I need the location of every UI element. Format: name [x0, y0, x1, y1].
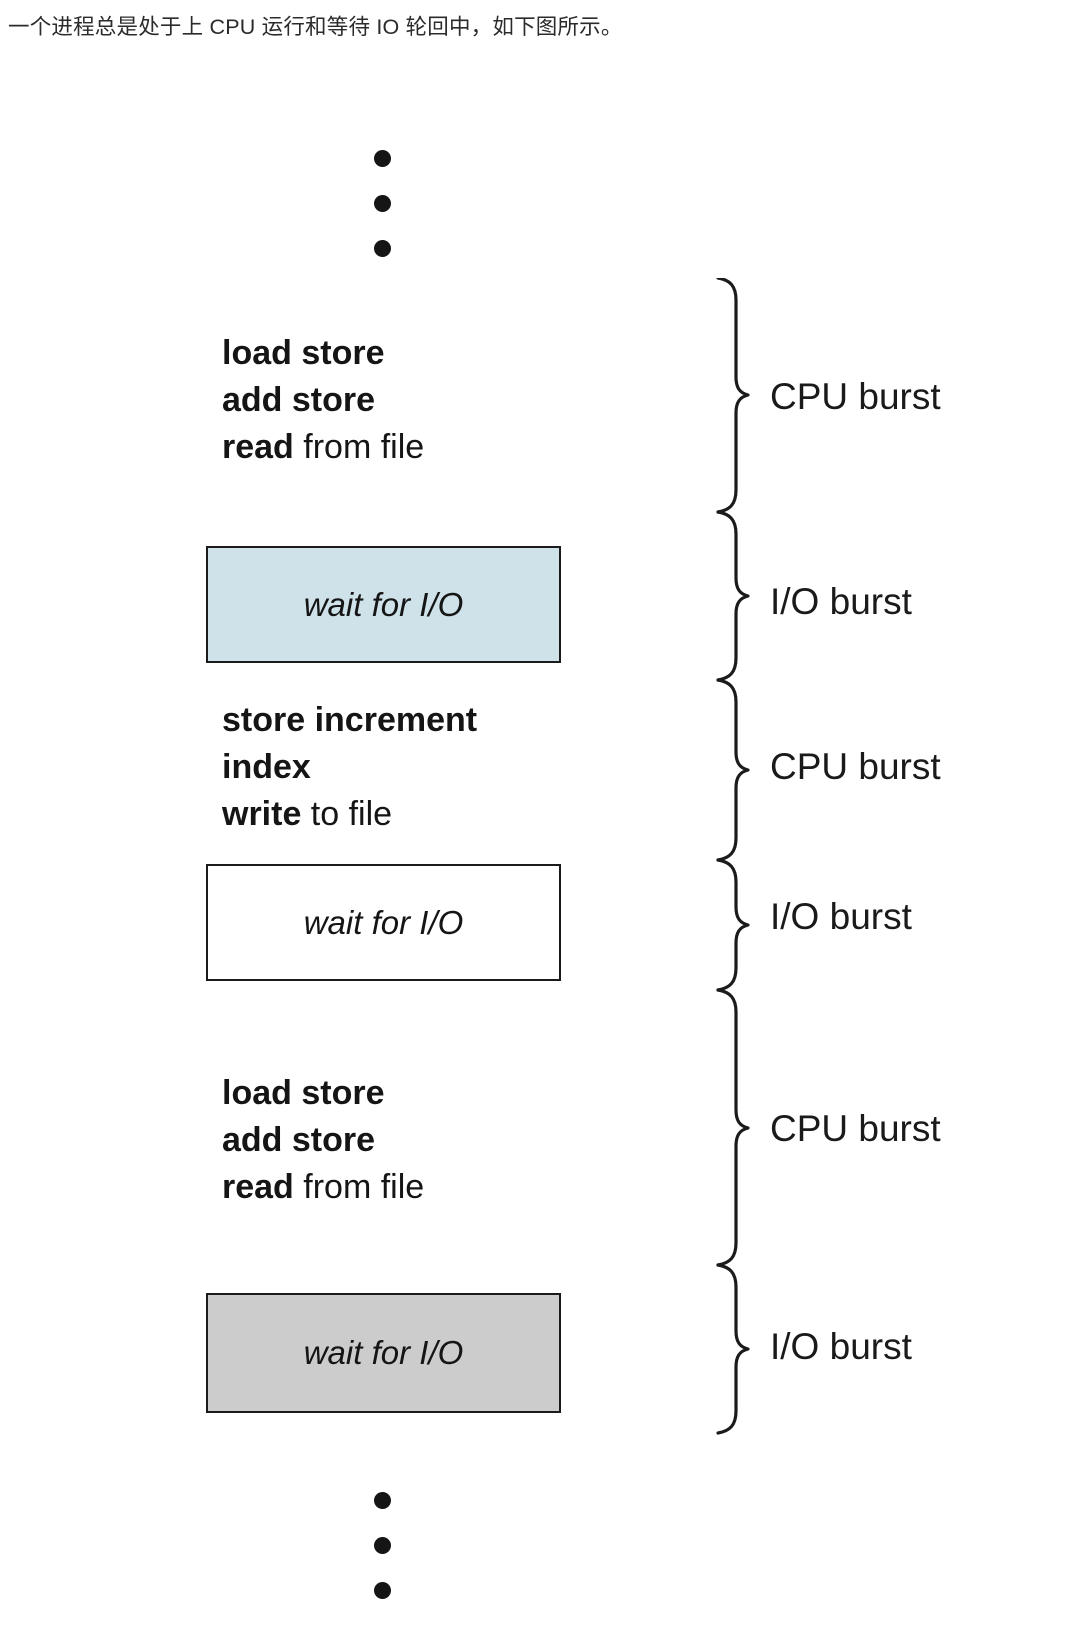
- brace-cpu-3: [716, 988, 750, 1267]
- wait-for-io-box-1: wait for I/O: [206, 546, 561, 663]
- brace-cpu-2: [716, 678, 750, 862]
- instruction-block-1: load store add store read from file: [222, 330, 424, 471]
- instruction-line: load store: [222, 1070, 424, 1117]
- ellipsis-dot: [373, 195, 391, 212]
- vertical-ellipsis-bottom-icon: [367, 1492, 397, 1599]
- burst-label-io-1: I/O burst: [770, 581, 912, 622]
- instruction-block-3: load store add store read from file: [222, 1070, 424, 1211]
- burst-brace-chain: [716, 278, 762, 1438]
- instruction-line: load store: [222, 330, 424, 377]
- instruction-line: index: [222, 744, 477, 791]
- brace-io-3: [716, 1263, 750, 1435]
- instruction-line: add store: [222, 377, 424, 424]
- brace-cpu-1: [716, 278, 750, 514]
- instruction-operand: to file: [301, 795, 393, 833]
- instruction-operand: from file: [293, 428, 425, 466]
- burst-label-cpu-2: CPU burst: [770, 746, 941, 787]
- ellipsis-dot: [373, 240, 391, 257]
- burst-label-cpu-3: CPU burst: [770, 1108, 941, 1149]
- wait-for-io-box-3: wait for I/O: [206, 1293, 561, 1413]
- instruction-keyword: load store: [222, 334, 385, 372]
- ellipsis-dot: [373, 1537, 391, 1554]
- burst-label-cpu-1: CPU burst: [770, 376, 941, 417]
- ellipsis-dot: [373, 1582, 391, 1599]
- instruction-keyword: write: [222, 795, 302, 833]
- instruction-keyword: store increment: [222, 701, 478, 739]
- ellipsis-dot: [373, 150, 391, 167]
- wait-for-io-label: wait for I/O: [303, 1334, 464, 1371]
- instruction-block-2: store increment index write to file: [222, 697, 477, 838]
- page-caption: 一个进程总是处于上 CPU 运行和等待 IO 轮回中，如下图所示。: [8, 15, 623, 39]
- instruction-operand: from file: [293, 1168, 425, 1206]
- instruction-line: read from file: [222, 1164, 424, 1211]
- instruction-keyword: load store: [222, 1074, 385, 1112]
- instruction-line: store increment: [222, 697, 477, 744]
- instruction-keyword: read: [222, 428, 294, 466]
- wait-for-io-label: wait for I/O: [303, 903, 464, 941]
- instruction-keyword: add store: [222, 381, 376, 419]
- instruction-line: add store: [222, 1117, 424, 1164]
- wait-for-io-label: wait for I/O: [303, 585, 464, 623]
- wait-for-io-box-2: wait for I/O: [206, 864, 561, 981]
- ellipsis-dot: [373, 1492, 391, 1509]
- instruction-line: read from file: [222, 424, 424, 471]
- burst-label-io-3: I/O burst: [770, 1326, 912, 1367]
- brace-io-2: [716, 858, 750, 992]
- brace-io-1: [716, 510, 750, 682]
- instruction-keyword: index: [222, 748, 311, 786]
- brace-chain-svg: [716, 278, 750, 1435]
- instruction-keyword: read: [222, 1168, 294, 1206]
- instruction-line: write to file: [222, 791, 477, 838]
- burst-label-io-2: I/O burst: [770, 896, 912, 937]
- instruction-keyword: add store: [222, 1121, 376, 1159]
- vertical-ellipsis-top-icon: [367, 150, 397, 257]
